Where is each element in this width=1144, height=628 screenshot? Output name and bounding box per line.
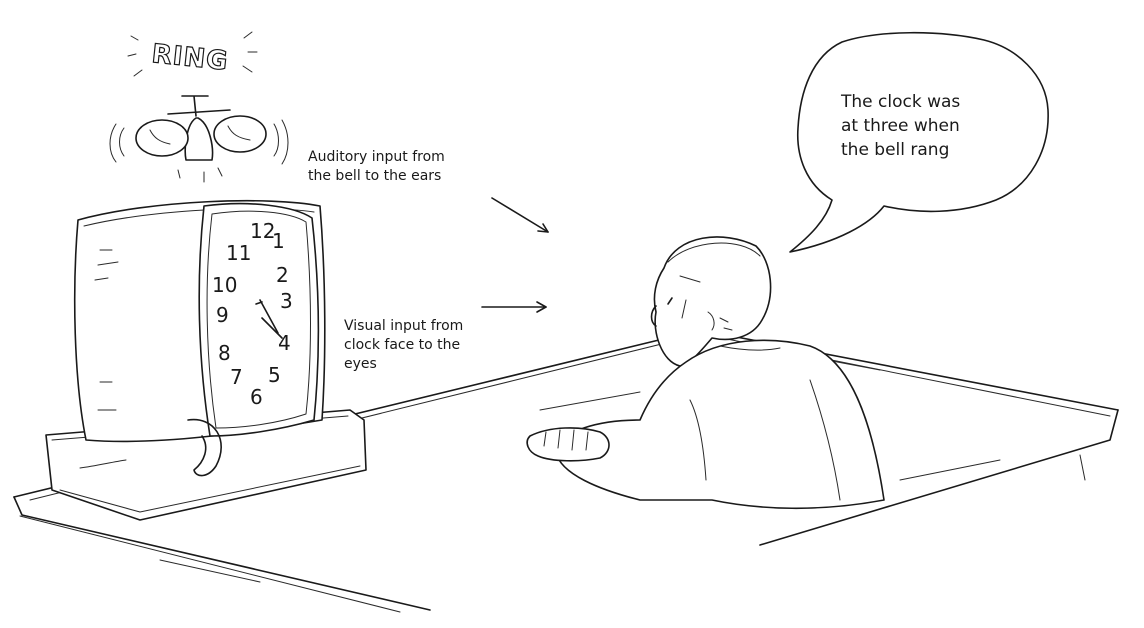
- clock-numeral-7: 7: [230, 365, 243, 389]
- auditory-input-caption: Auditory input from the bell to the ears: [308, 148, 445, 186]
- clock-numeral-4: 4: [278, 331, 291, 355]
- clock-numeral-1: 1: [272, 229, 285, 253]
- person-illustration: [527, 237, 884, 508]
- speech-bubble-text: The clock was at three when the bell ran…: [841, 90, 960, 162]
- clock-numeral-6: 6: [250, 385, 263, 409]
- arrow: [492, 198, 548, 232]
- clock-numeral-8: 8: [218, 341, 231, 365]
- ring-word: RING: [150, 39, 230, 77]
- clock-numeral-9: 9: [216, 303, 229, 327]
- bell-icon: RING: [110, 32, 288, 182]
- visual-caption-line-3: eyes: [344, 355, 463, 374]
- speech-line-2: at three when: [841, 114, 960, 138]
- clock-numeral-2: 2: [276, 263, 289, 287]
- visual-caption-line-1: Visual input from: [344, 317, 463, 336]
- speech-line-1: The clock was: [841, 90, 960, 114]
- speech-line-3: the bell rang: [841, 138, 960, 162]
- clock-numeral-11: 11: [226, 241, 251, 265]
- visual-caption-line-2: clock face to the: [344, 336, 463, 355]
- auditory-caption-line-1: Auditory input from: [308, 148, 445, 167]
- clock-numeral-5: 5: [268, 363, 281, 387]
- clock-illustration: 12 1 2 3 4 5 6 7 8 9 10 11: [46, 201, 366, 520]
- clock-numeral-10: 10: [212, 273, 237, 297]
- visual-input-caption: Visual input from clock face to the eyes: [344, 317, 463, 374]
- auditory-caption-line-2: the bell to the ears: [308, 167, 445, 186]
- arrow: [482, 302, 546, 312]
- clock-numeral-3: 3: [280, 289, 293, 313]
